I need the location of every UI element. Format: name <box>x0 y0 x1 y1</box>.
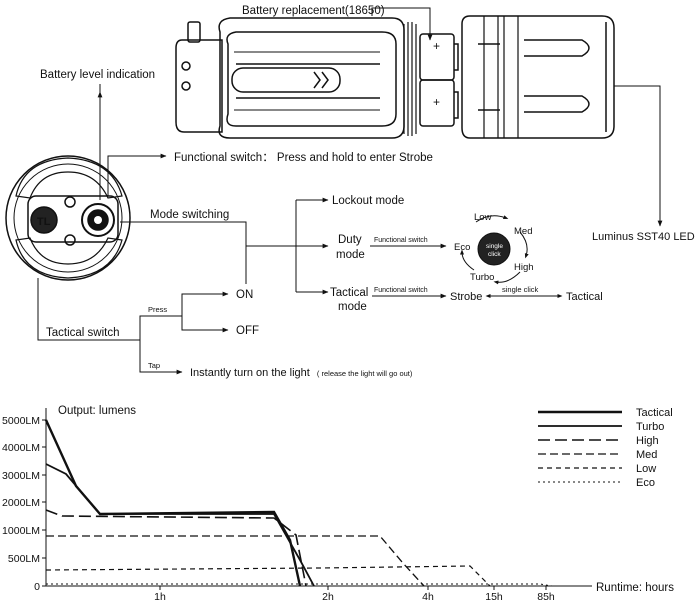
legend-label-high: High <box>636 435 659 447</box>
off-label: OFF <box>236 325 259 337</box>
duty-mode-label-1: Duty <box>338 234 362 246</box>
x-tick-label: 1h <box>154 591 166 603</box>
svg-text:+: + <box>433 95 440 109</box>
cycle-center-2: click <box>488 251 501 258</box>
cycle-med: Med <box>514 226 532 237</box>
connectors <box>37 7 663 375</box>
x-tick-label: 85h <box>537 591 555 603</box>
series-line-turbo <box>45 463 315 587</box>
diagram-text: Battery replacement(18650) Battery level… <box>40 5 695 379</box>
on-label: ON <box>236 289 253 301</box>
x-tick-label: 15h <box>485 591 503 603</box>
series-line-low <box>45 565 491 587</box>
legend-label-med: Med <box>636 449 657 461</box>
runtime-chart: Output: lumens Runtime: hours 5000LM 4000… <box>2 405 674 603</box>
functional-switch-small-1: Functional switch <box>374 237 428 244</box>
x-axis-label: Runtime: hours <box>596 582 674 594</box>
svg-text:+: + <box>433 39 440 53</box>
series-line-tactical <box>44 419 302 587</box>
battery-level-label: Battery level indication <box>40 69 155 81</box>
single-click-label: single click <box>502 285 539 294</box>
chart-title: Output: lumens <box>58 405 136 417</box>
tailcap-view: TL <box>5 155 131 281</box>
instantly-note: ( release the light will go out) <box>317 369 413 378</box>
y-tick-label: 0 <box>34 581 40 593</box>
tactical-mode-label-2: mode <box>338 301 367 313</box>
legend-label-eco: Eco <box>636 477 655 489</box>
cycle-turbo: Turbo <box>470 272 494 283</box>
flashlight-body: + + <box>175 15 615 139</box>
series-line-high <box>45 509 307 587</box>
cycle-low: Low <box>474 212 492 223</box>
y-tick-label: 3000LM <box>2 470 40 482</box>
instantly-main: Instantly turn on the light <box>190 367 310 379</box>
luminus-label: Luminus SST40 LED <box>592 231 695 243</box>
tactical-end-label: Tactical <box>566 291 603 303</box>
functional-switch-small-2: Functional switch <box>374 287 428 294</box>
y-tick-label: 2000LM <box>2 497 40 509</box>
tap-label: Tap <box>148 361 160 370</box>
x-tick-label: 4h <box>422 591 434 603</box>
y-tick-label: 1000LM <box>2 525 40 537</box>
x-tick-label: 2h <box>322 591 334 603</box>
y-tick-label: 4000LM <box>2 442 40 454</box>
svg-text:TL: TL <box>37 216 51 228</box>
functional-switch-label: Functional switch： Press and hold to ent… <box>174 152 433 164</box>
tactical-switch-label: Tactical switch <box>46 327 120 339</box>
mode-switching-label: Mode switching <box>150 209 229 221</box>
y-tick-label: 5000LM <box>2 415 40 427</box>
instantly-label: Instantly turn on the light ( release th… <box>190 367 413 379</box>
cycle-center-1: single <box>486 243 503 250</box>
press-label: Press <box>148 305 167 314</box>
duty-mode-label-2: mode <box>336 249 365 261</box>
cycle-eco: Eco <box>454 242 470 253</box>
legend-label-tactical: Tactical <box>636 407 673 419</box>
legend-label-turbo: Turbo <box>636 421 664 433</box>
strobe-label: Strobe <box>450 291 482 303</box>
series-line-med <box>46 535 425 587</box>
lockout-mode-label: Lockout mode <box>332 195 404 207</box>
cycle-high: High <box>514 262 534 273</box>
y-tick-label: 500LM <box>8 553 40 565</box>
battery-replacement-label: Battery replacement(18650) <box>242 5 385 17</box>
mode-cycle <box>460 215 529 285</box>
tactical-mode-label-1: Tactical <box>330 287 368 299</box>
legend-label-low: Low <box>636 463 656 475</box>
